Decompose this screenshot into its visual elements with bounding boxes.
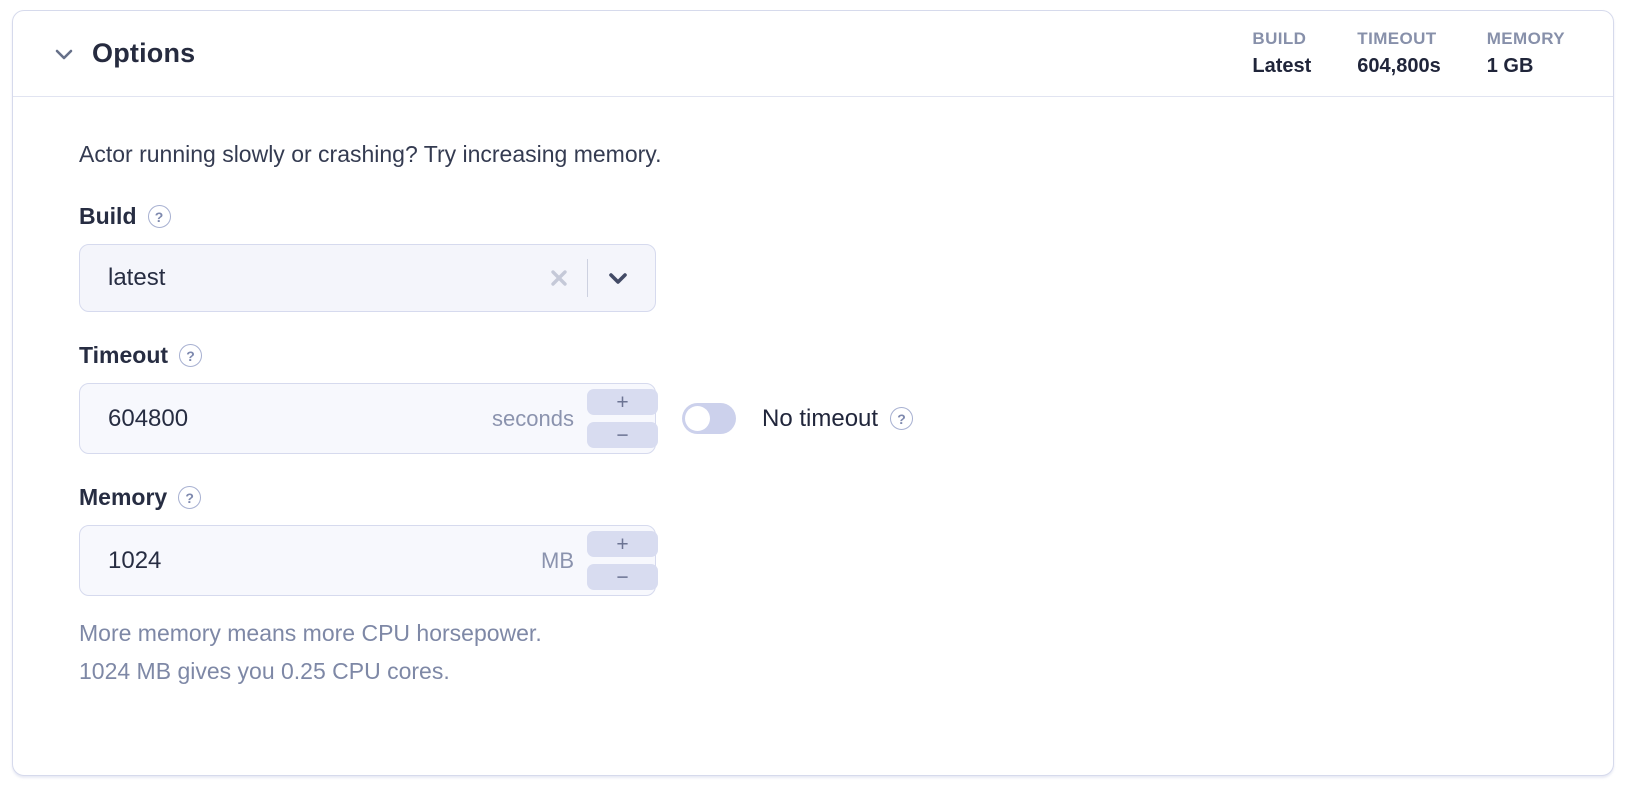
- memory-stepper: + −: [587, 531, 658, 590]
- summary-build-value: Latest: [1252, 55, 1312, 77]
- build-select[interactable]: latest: [79, 244, 656, 312]
- timeout-input[interactable]: [108, 404, 493, 433]
- timeout-row: seconds + − No timeout ?: [79, 383, 1565, 454]
- build-select-controls: [546, 259, 634, 297]
- summary-timeout: TIMEOUT 604,800s: [1357, 29, 1440, 78]
- memory-hint-text: Actor running slowly or crashing? Try in…: [79, 141, 662, 167]
- chevron-down-icon[interactable]: [603, 263, 633, 293]
- page-title: Options: [92, 38, 196, 68]
- no-timeout-label: No timeout: [762, 404, 879, 432]
- summary-timeout-value: 604,800s: [1357, 55, 1441, 77]
- toggle-knob: [685, 406, 710, 431]
- build-help-icon[interactable]: ?: [147, 205, 171, 228]
- memory-note-line1: More memory means more CPU horsepower.: [79, 620, 542, 646]
- timeout-help-icon[interactable]: ?: [179, 344, 203, 367]
- memory-help-icon[interactable]: ?: [178, 486, 202, 509]
- build-label-row: Build ?: [79, 203, 1565, 230]
- clear-icon[interactable]: [546, 265, 572, 291]
- memory-note: More memory means more CPU horsepower. 1…: [79, 614, 1565, 690]
- memory-field: MB + −: [79, 525, 658, 596]
- memory-input[interactable]: [108, 546, 541, 575]
- options-summary: BUILD Latest TIMEOUT 604,800s MEMORY 1 G…: [1252, 29, 1565, 78]
- summary-build-label: BUILD: [1252, 29, 1307, 48]
- build-label: Build: [79, 203, 137, 229]
- summary-build: BUILD Latest: [1252, 29, 1311, 78]
- options-panel: Options BUILD Latest TIMEOUT 604,800s ME…: [12, 10, 1614, 776]
- increment-button[interactable]: +: [587, 531, 658, 557]
- timeout-unit-label: seconds: [492, 405, 574, 431]
- decrement-button[interactable]: −: [587, 564, 658, 590]
- timeout-label: Timeout: [79, 342, 169, 368]
- memory-label-row: Memory ?: [79, 484, 1565, 511]
- build-select-value: latest: [108, 264, 166, 291]
- select-divider: [586, 259, 588, 297]
- memory-note-line2: 1024 MB gives you 0.25 CPU cores.: [79, 658, 450, 684]
- summary-memory-label: MEMORY: [1486, 29, 1565, 48]
- memory-label: Memory: [79, 484, 168, 510]
- timeout-label-row: Timeout ?: [79, 342, 1565, 369]
- summary-memory-value: 1 GB: [1486, 55, 1534, 77]
- no-timeout-help-icon[interactable]: ?: [890, 407, 914, 430]
- memory-unit-label: MB: [541, 547, 574, 573]
- decrement-button[interactable]: −: [587, 422, 658, 448]
- options-panel-body: Actor running slowly or crashing? Try in…: [13, 97, 1613, 690]
- options-panel-header: Options BUILD Latest TIMEOUT 604,800s ME…: [13, 11, 1613, 97]
- summary-memory: MEMORY 1 GB: [1487, 29, 1565, 78]
- no-timeout-toggle[interactable]: [682, 403, 736, 434]
- timeout-stepper: + −: [587, 389, 658, 448]
- increment-button[interactable]: +: [587, 389, 658, 415]
- collapse-chevron-icon[interactable]: [51, 41, 77, 67]
- timeout-field: seconds + −: [79, 383, 658, 454]
- summary-timeout-label: TIMEOUT: [1357, 29, 1437, 48]
